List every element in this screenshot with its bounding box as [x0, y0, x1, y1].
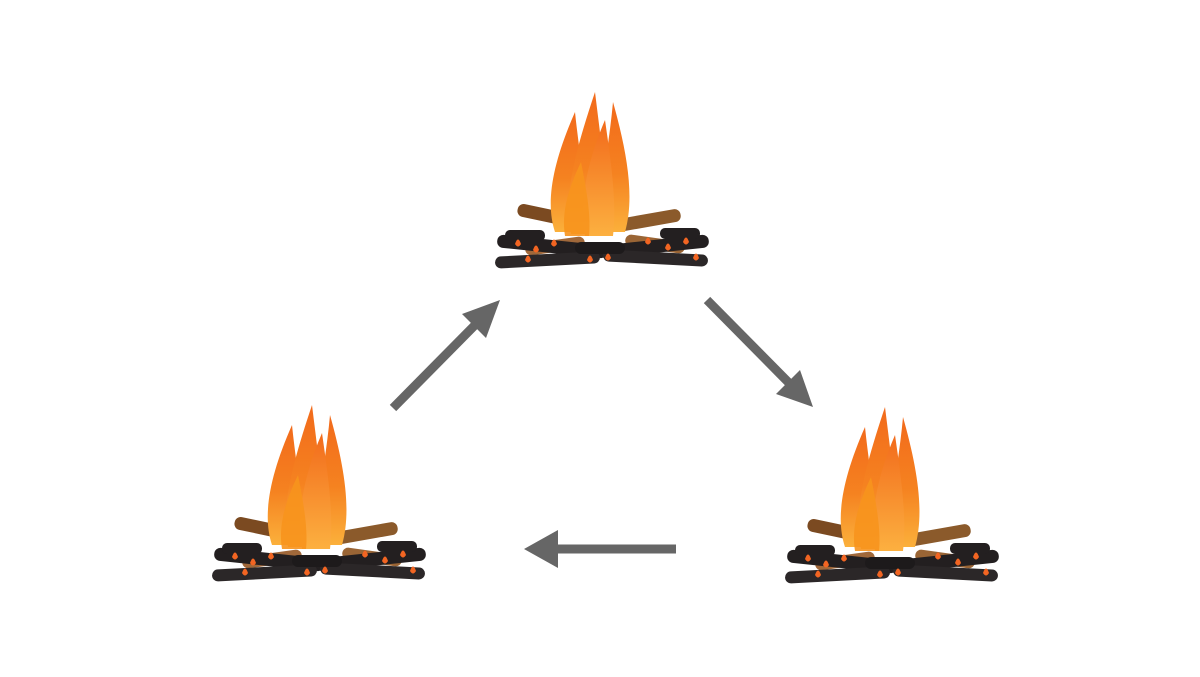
campfire-right-icon [784, 407, 1000, 584]
arrow-right-to-left-icon [524, 530, 676, 568]
campfire-left-icon [211, 405, 427, 582]
campfire-top-icon [494, 92, 710, 269]
arrow-left-to-top-icon [389, 300, 500, 412]
arrow-top-to-right-icon [703, 296, 813, 407]
